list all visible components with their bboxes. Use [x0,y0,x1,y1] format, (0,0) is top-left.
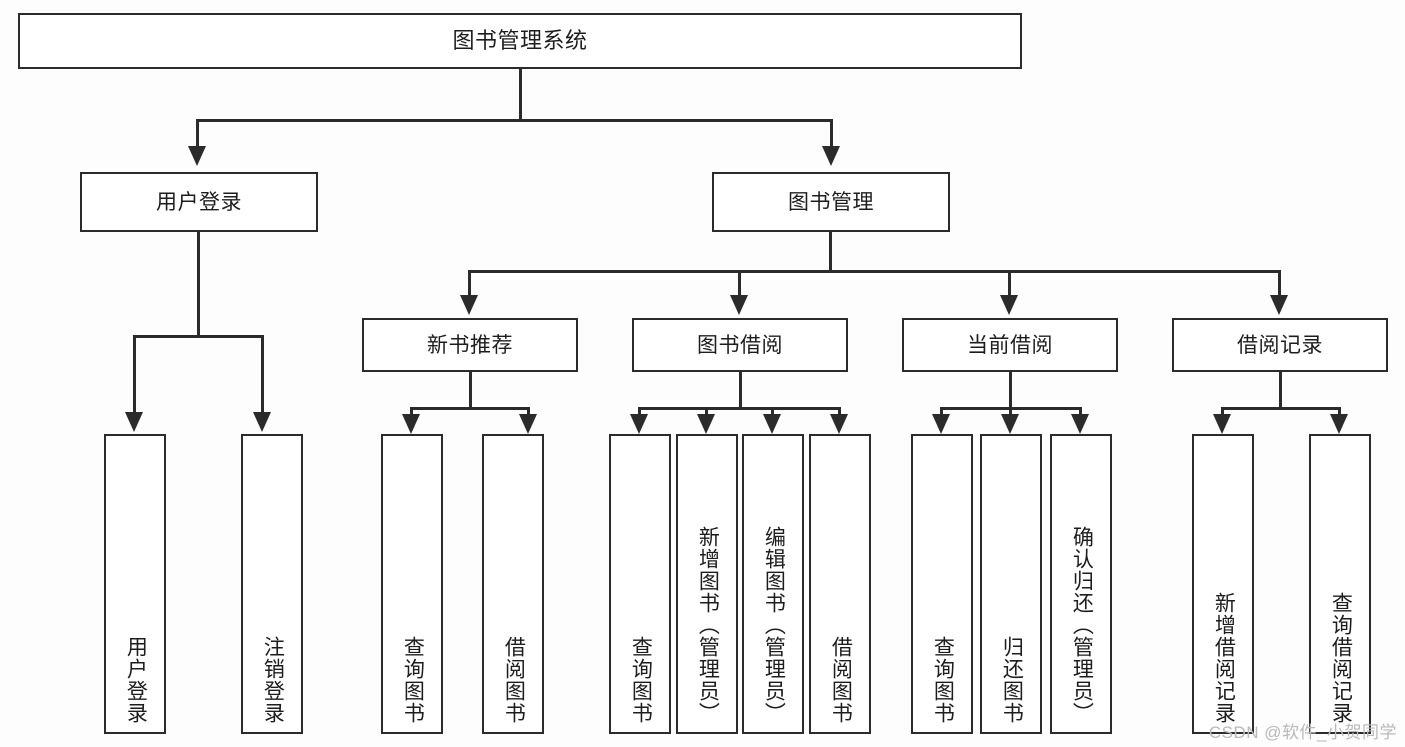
node-book-manage[interactable]: 图书管理 [712,172,950,232]
leaf-add-book-admin[interactable]: 新增图书（管理员） [676,434,738,734]
connector-root-bar [196,119,833,122]
node-label: 图书管理系统 [452,28,588,53]
leaf-user-login[interactable]: 用户登录 [104,434,166,734]
node-borrow-record[interactable]: 借阅记录 [1172,318,1388,372]
arrow-to-user-login [188,146,206,166]
node-label: 借阅图书 [502,636,526,724]
arrow-to-current-borrow [1000,295,1018,315]
arrow-to-book-manage [822,146,840,166]
node-label: 编辑图书（管理员） [762,526,786,724]
node-label: 新增图书（管理员） [696,526,720,724]
node-label: 查询图书 [401,636,425,724]
node-label: 用户登录 [124,636,148,724]
connector-bm-drop-2 [738,270,741,298]
node-book-borrow[interactable]: 图书借阅 [632,318,848,372]
node-root-system[interactable]: 图书管理系统 [18,13,1022,69]
leaf-edit-book-admin[interactable]: 编辑图书（管理员） [742,434,804,734]
arrow-to-leaf-return-book [1001,414,1019,434]
connector-cb-drop-1 [940,407,943,419]
connector-br-stem [1279,372,1282,410]
connector-bm-drop-4 [1278,270,1281,298]
connector-user-login-drop-2 [261,335,264,415]
node-new-book-recommend[interactable]: 新书推荐 [362,318,578,372]
connector-root-left-drop [196,119,199,148]
arrow-to-book-borrow [730,295,748,315]
arrow-to-leaf-confirm-return [1071,414,1089,434]
leaf-add-borrow-record[interactable]: 新增借阅记录 [1192,434,1254,734]
arrow-to-leaf-add-record [1213,414,1231,434]
connector-bb-stem [739,372,742,410]
connector-user-login-drop-1 [133,335,136,415]
connector-nbr-bar [410,407,530,410]
connector-nbr-drop-1 [410,407,413,419]
arrow-to-leaf-user-login [125,412,143,432]
connector-bb-drop-1 [638,407,641,419]
leaf-borrow-book[interactable]: 借阅图书 [809,434,871,734]
connector-nbr-stem [469,372,472,410]
node-label: 查询图书 [931,636,955,724]
node-label: 注销登录 [261,636,285,724]
leaf-confirm-return-admin[interactable]: 确认归还（管理员） [1050,434,1112,734]
arrow-to-new-book-recommend [460,295,478,315]
node-label: 新书推荐 [427,333,513,357]
node-label: 新增借阅记录 [1212,592,1236,724]
node-label: 借阅记录 [1237,333,1323,357]
leaf-borrow-book-recommend[interactable]: 借阅图书 [482,434,544,734]
node-current-borrow[interactable]: 当前借阅 [902,318,1118,372]
connector-cb-drop-3 [1079,407,1082,419]
arrow-to-leaf-query-book-nbr [402,414,420,434]
connector-bm-drop-3 [1008,270,1011,298]
connector-book-manage-stem [829,232,832,272]
connector-bb-drop-4 [838,407,841,419]
connector-nbr-drop-2 [527,407,530,419]
node-label: 图书管理 [788,190,874,214]
arrow-to-leaf-logout [253,412,271,432]
connector-br-drop-1 [1221,407,1224,419]
arrow-to-leaf-borrow-book-nbr [519,414,537,434]
connector-root-stem [519,69,522,121]
leaf-query-book-current[interactable]: 查询图书 [911,434,973,734]
connector-cb-drop-2 [1009,407,1012,419]
leaf-return-book[interactable]: 归还图书 [980,434,1042,734]
leaf-query-book-borrow[interactable]: 查询图书 [609,434,671,734]
arrow-to-leaf-edit-book [763,414,781,434]
node-label: 查询借阅记录 [1329,592,1353,724]
leaf-query-borrow-record[interactable]: 查询借阅记录 [1309,434,1371,734]
node-label: 图书借阅 [697,333,783,357]
connector-bb-drop-2 [705,407,708,419]
connector-br-drop-2 [1338,407,1341,419]
connector-bm-drop-1 [468,270,471,298]
arrow-to-leaf-borrow-book-bb [830,414,848,434]
arrow-to-leaf-query-book-cb [932,414,950,434]
node-label: 查询图书 [629,636,653,724]
arrow-to-leaf-add-book [697,414,715,434]
node-label: 归还图书 [1000,636,1024,724]
connector-user-login-bar [133,335,264,338]
leaf-logout[interactable]: 注销登录 [241,434,303,734]
connector-root-right-drop [830,119,833,148]
arrow-to-leaf-query-record [1330,414,1348,434]
arrow-to-leaf-query-book-bb [630,414,648,434]
connector-book-manage-bar [468,270,1280,273]
connector-bb-drop-3 [771,407,774,419]
connector-bb-bar [638,407,840,410]
node-user-login[interactable]: 用户登录 [80,172,318,232]
node-label: 借阅图书 [829,636,853,724]
node-label: 用户登录 [156,190,242,214]
connector-br-bar [1221,407,1341,410]
node-label: 当前借阅 [967,333,1053,357]
connector-cb-stem [1009,372,1012,410]
connector-user-login-stem [197,232,200,337]
arrow-to-borrow-record [1270,295,1288,315]
node-label: 确认归还（管理员） [1070,526,1094,724]
leaf-query-book-recommend[interactable]: 查询图书 [381,434,443,734]
